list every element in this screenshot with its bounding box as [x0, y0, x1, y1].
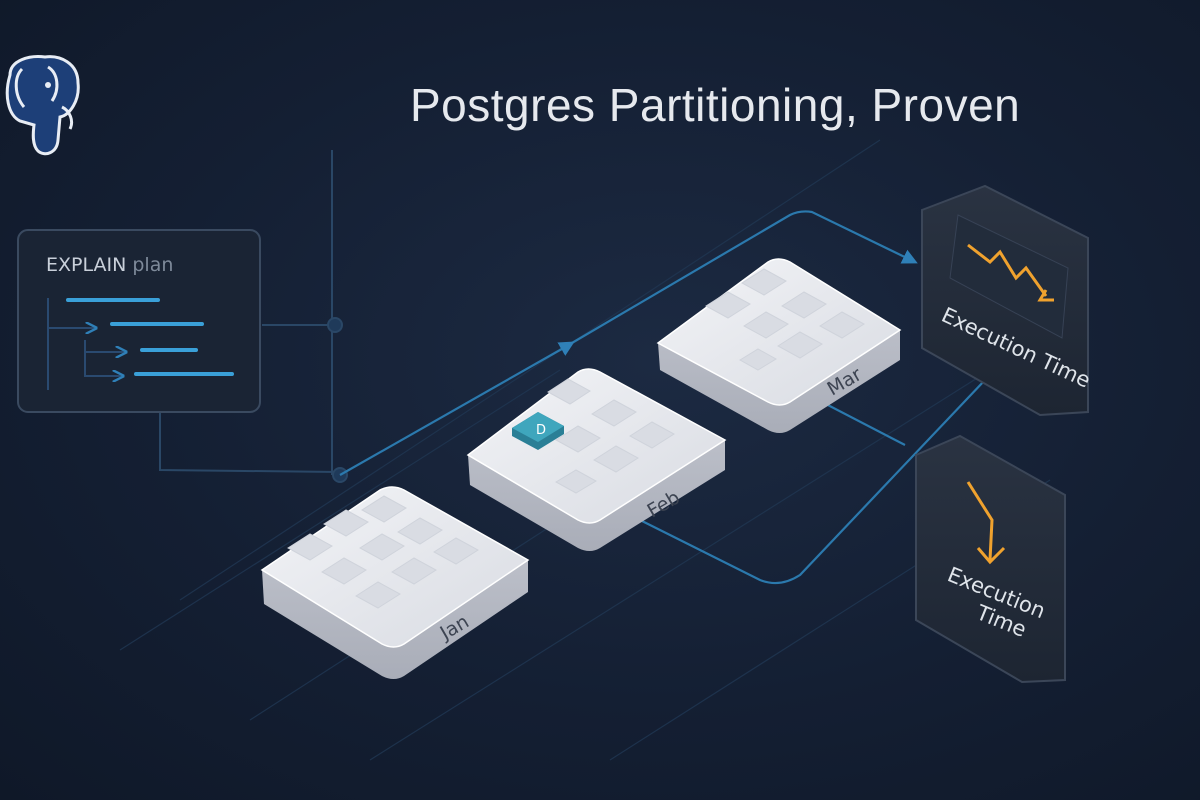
- result-card-2: Execution Time: [915, 434, 1066, 684]
- connector-node: [327, 317, 343, 333]
- partition-tile-feb[interactable]: D Feb: [466, 368, 727, 551]
- partition-tile-jan[interactable]: Jan: [260, 486, 530, 679]
- postgres-elephant-icon: [5, 55, 80, 156]
- page-title: Postgres Partitioning, Proven: [410, 79, 1021, 131]
- result-card-1: Execution Time: [921, 184, 1094, 417]
- explain-panel: [17, 229, 261, 413]
- plan-connectors: [159, 150, 339, 475]
- plan-bars: [66, 298, 234, 376]
- explain-label-sub: plan: [132, 254, 174, 276]
- trend-down-icon: [966, 481, 1006, 565]
- trend-down-icon: [967, 243, 1054, 302]
- explain-label-main: EXPLAIN: [46, 254, 127, 276]
- partition-tile-mar[interactable]: Mar: [656, 258, 902, 433]
- partition-marker-icon: D: [512, 412, 564, 450]
- explain-panel-label: EXPLAIN plan: [46, 254, 173, 276]
- svg-text:D: D: [536, 423, 546, 438]
